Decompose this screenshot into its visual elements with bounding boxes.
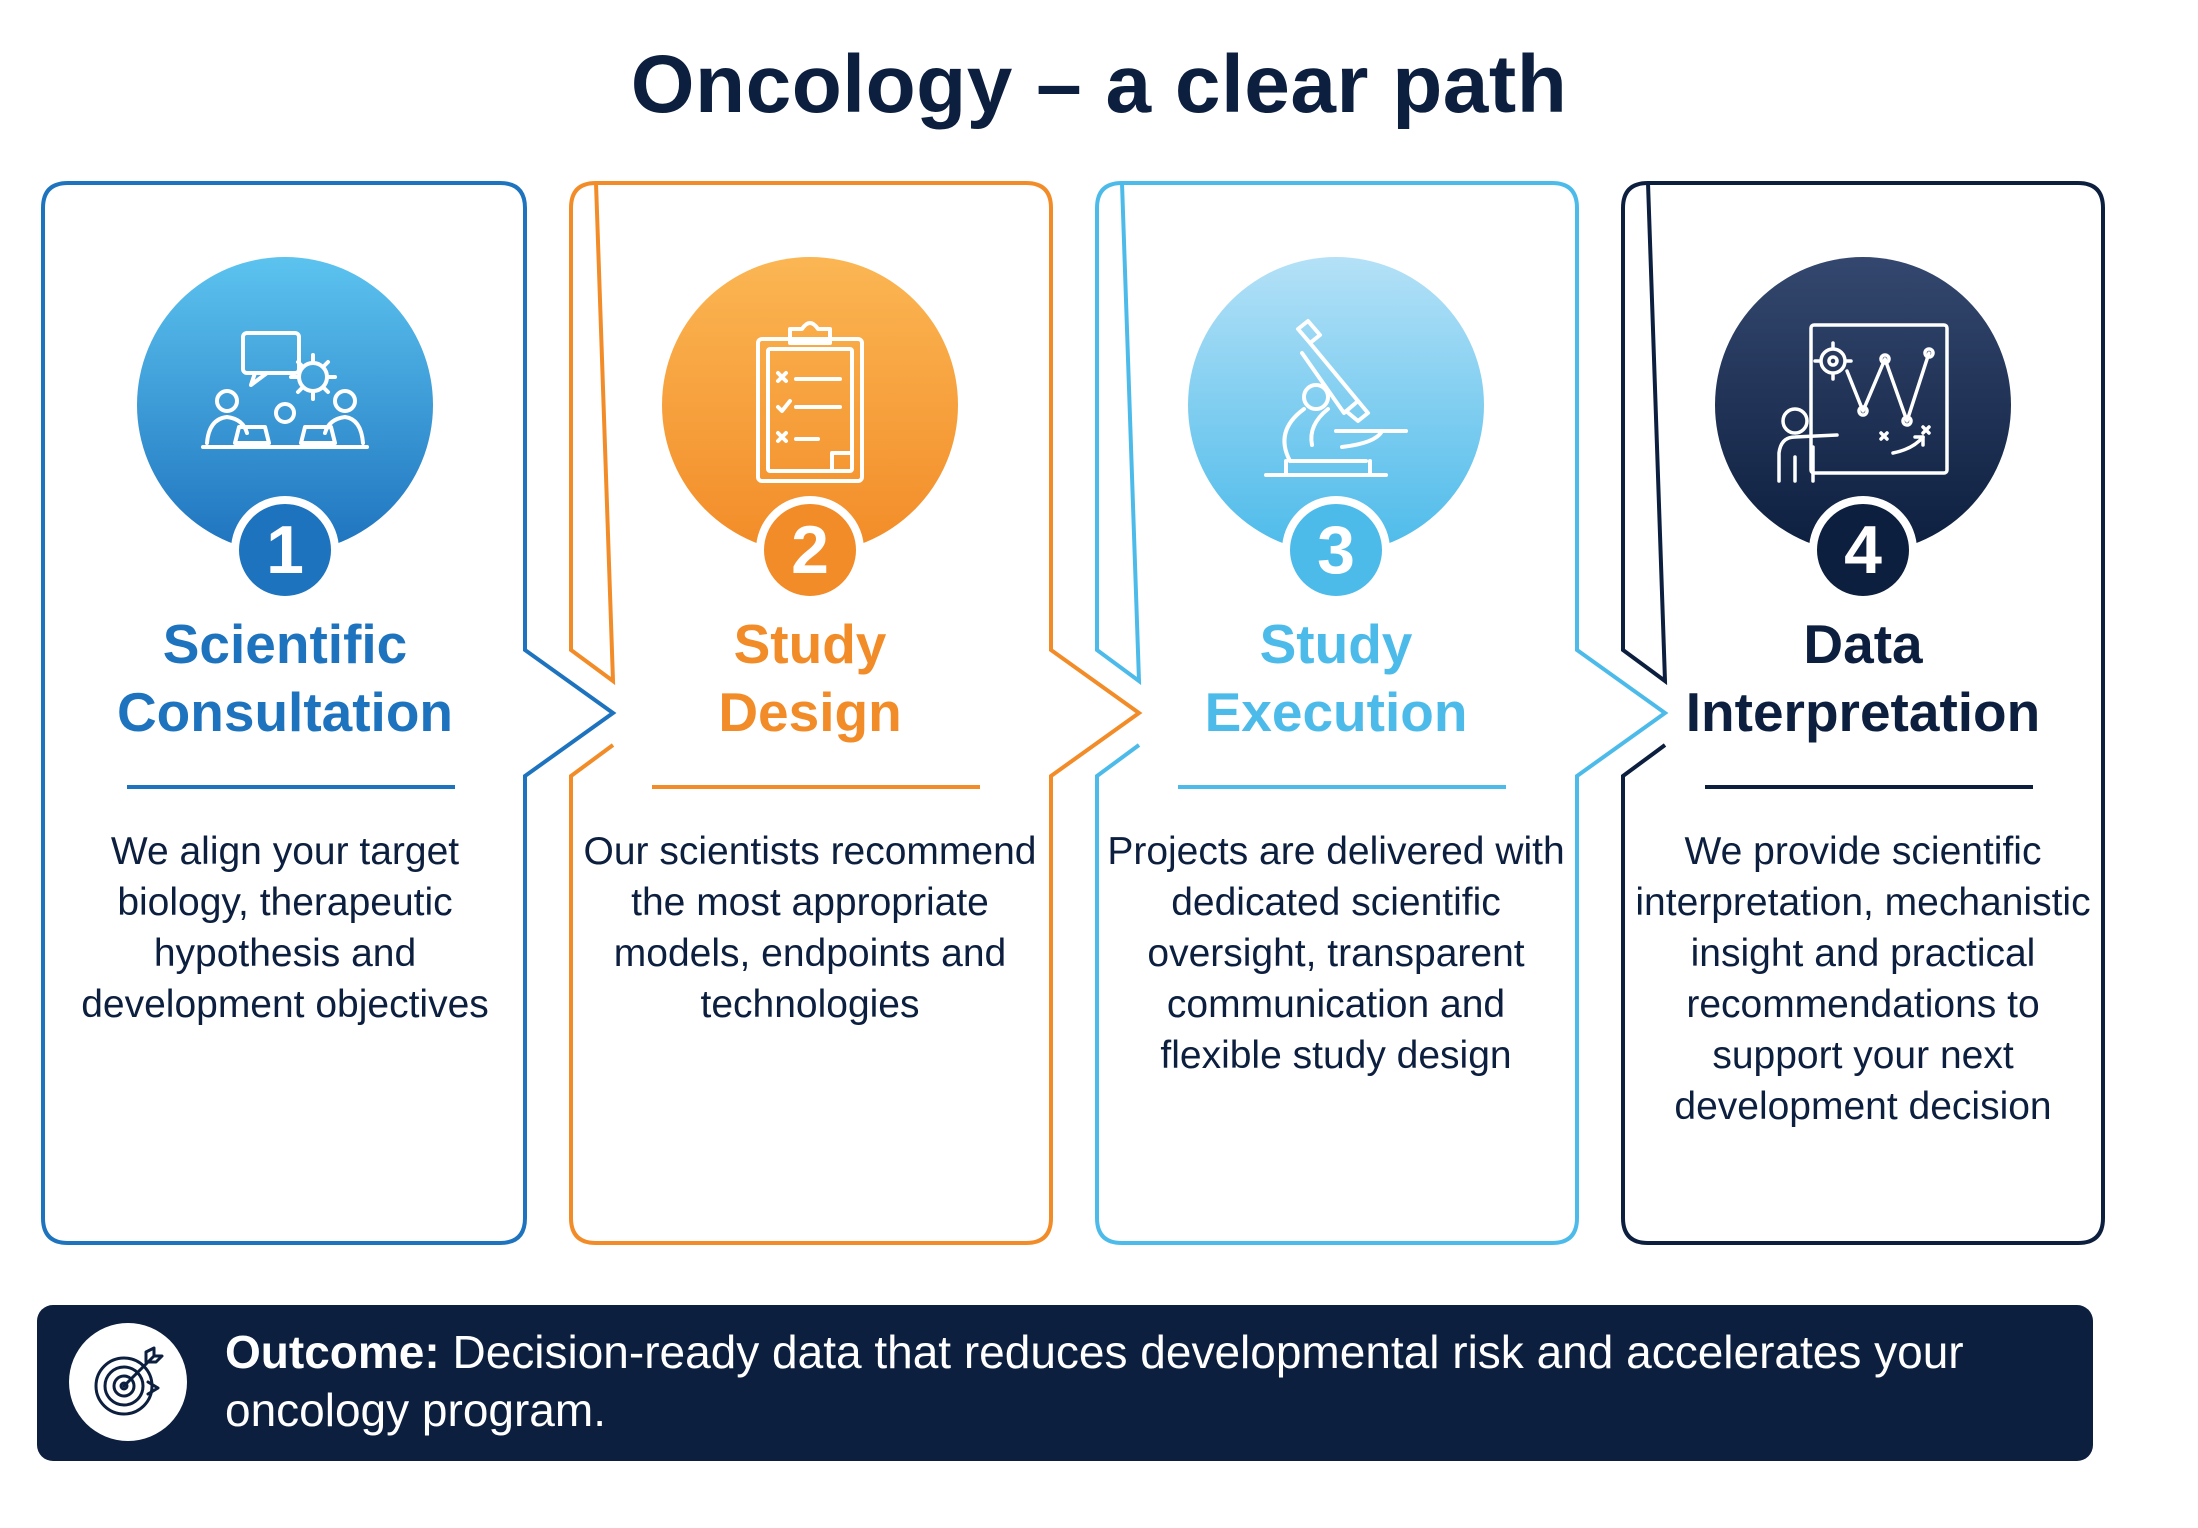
step-3-description: Projects are delivered with dedicated sc… xyxy=(1107,830,1565,1077)
step-4-heading: Data Interpretation xyxy=(1643,610,2083,746)
step-4-frame xyxy=(1621,180,2105,1245)
step-1-frame xyxy=(41,181,617,1245)
step-3: 3 Study Execution Projects are delivered… xyxy=(1096,0,1576,1528)
step-3-divider xyxy=(1178,785,1506,789)
step-1-heading-line-1: Scientific xyxy=(162,613,408,675)
step-1-number-badge: 1 xyxy=(231,496,339,604)
step-2-description: Our scientists recommend the most approp… xyxy=(583,830,1037,1026)
step-2: 2 Study Design Our scientists recommend … xyxy=(570,0,1050,1528)
step-4-heading-line-2: Interpretation xyxy=(1685,681,2041,743)
step-4-number-badge: 4 xyxy=(1809,496,1917,604)
step-4-description: We provide scientific interpretation, me… xyxy=(1635,830,2091,1128)
outcome-banner: Outcome: Decision-ready data that reduce… xyxy=(37,1305,2093,1461)
step-2-number-badge: 2 xyxy=(756,496,864,604)
outcome-text: Outcome: Decision-ready data that reduce… xyxy=(225,1323,2045,1439)
microscope-icon xyxy=(1264,319,1408,477)
step-3-frame xyxy=(1095,180,1669,1245)
step-3-number-badge: 3 xyxy=(1282,496,1390,604)
step-3-heading-line-2: Execution xyxy=(1204,681,1468,743)
step-4-divider xyxy=(1705,785,2033,789)
target-icon xyxy=(94,1346,164,1416)
step-1-heading: Scientific Consultation xyxy=(65,610,505,746)
step-1-heading-line-2: Consultation xyxy=(116,681,454,743)
page-title: Oncology – a clear path xyxy=(630,39,1568,130)
outcome-label: Outcome: xyxy=(225,1326,440,1378)
step-3-heading-line-1: Study xyxy=(1259,613,1413,675)
step-2-frame xyxy=(569,180,1143,1245)
step-4-heading-line-1: Data xyxy=(1803,613,1923,675)
step-4: 4 Data Interpretation We provide scienti… xyxy=(1623,0,2103,1528)
step-3-heading: Study Execution xyxy=(1116,610,1556,746)
outcome-description: Decision-ready data that reduces develop… xyxy=(225,1326,1964,1436)
step-1-description: We align your target biology, therapeuti… xyxy=(81,830,489,1026)
strategy-board-icon xyxy=(1777,323,1949,483)
step-1: 1 Scientific Consultation We align your … xyxy=(45,0,525,1528)
step-2-heading: Study Design xyxy=(590,610,1030,746)
team-meeting-icon xyxy=(201,331,369,449)
step-2-heading-line-1: Study xyxy=(733,613,887,675)
step-2-heading-line-2: Design xyxy=(718,681,902,743)
clipboard-checklist-icon xyxy=(756,321,864,483)
step-1-divider xyxy=(127,785,455,789)
outcome-icon-circle xyxy=(69,1323,187,1441)
step-2-divider xyxy=(652,785,980,789)
